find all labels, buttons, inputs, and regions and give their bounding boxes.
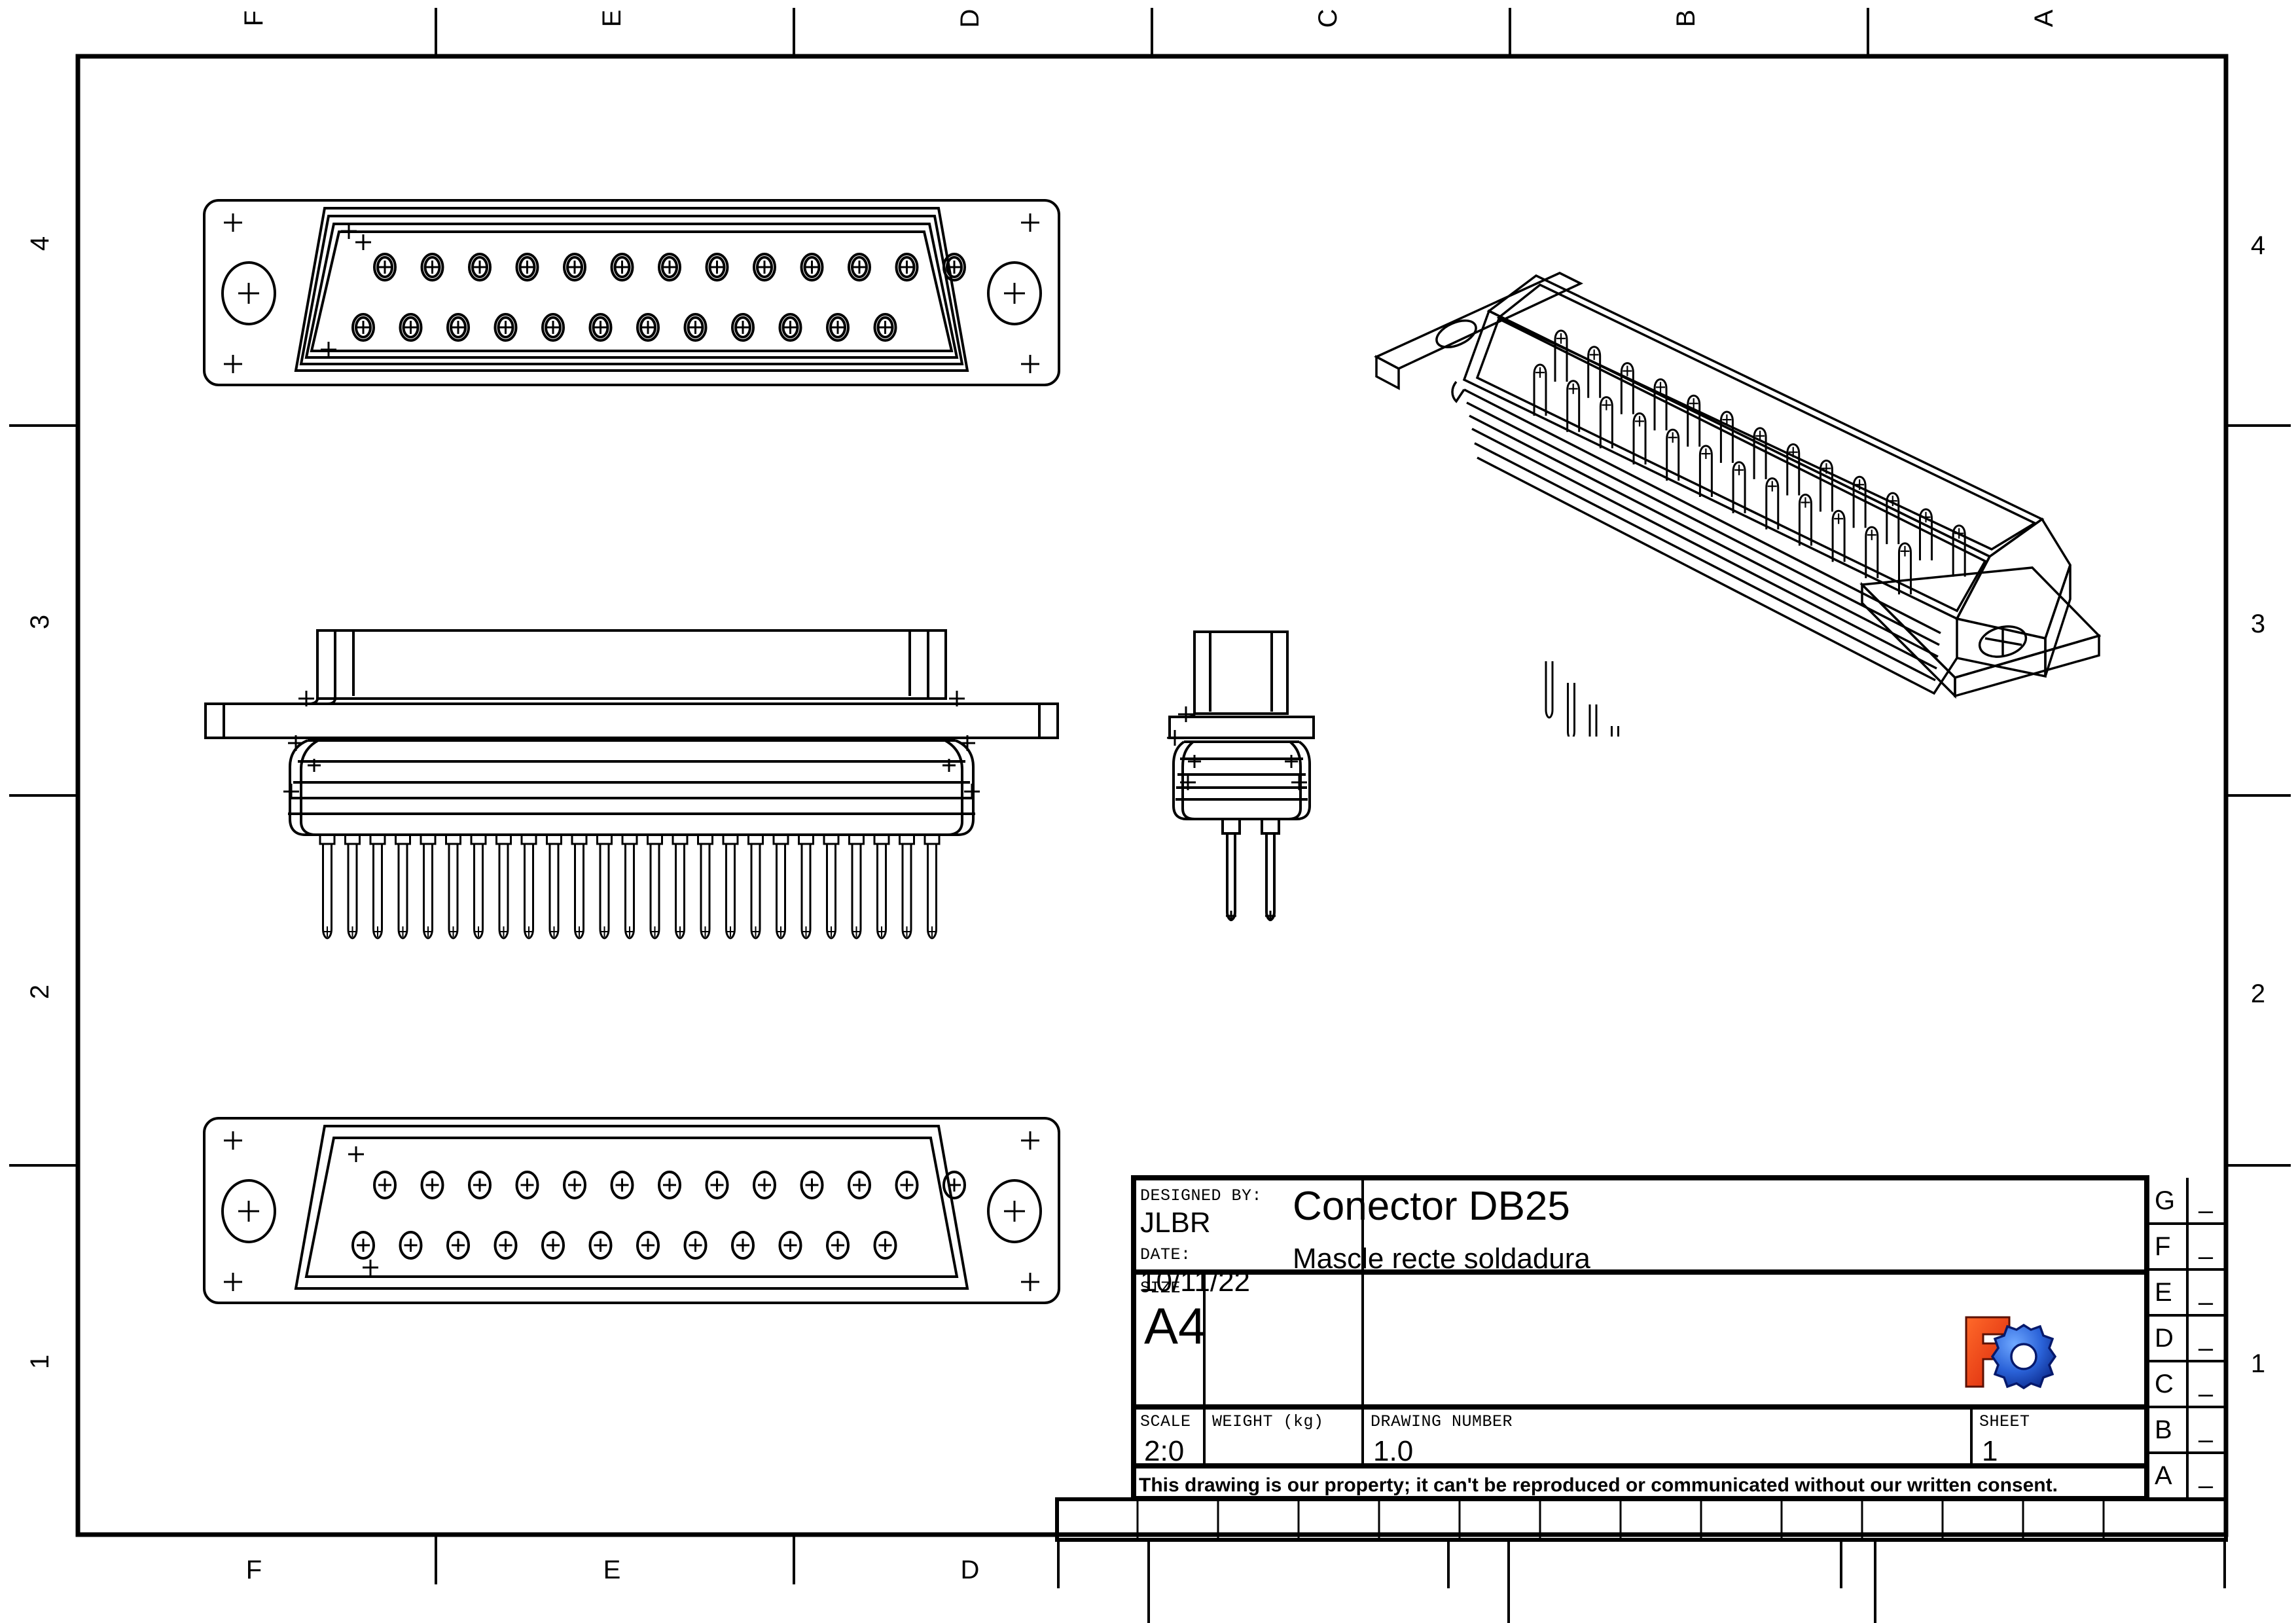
sheet-label: SHEET	[1979, 1412, 2030, 1431]
drawing-title: Conector DB25	[1293, 1184, 1570, 1229]
row-label-left-4: 4	[26, 236, 54, 251]
row-label-right-2: 2	[2250, 979, 2266, 1008]
row-label-right-3: 3	[2250, 610, 2266, 638]
side-view	[204, 629, 1059, 939]
drawing-subtitle: Mascle recte soldadura	[1293, 1243, 1590, 1275]
front-view-bottom	[203, 1117, 1060, 1304]
size-value: A4	[1144, 1297, 1207, 1355]
zone-label-bottom-D: D	[960, 1556, 980, 1584]
title-block-frame	[1131, 1175, 2227, 1501]
revision-row-note: –	[2198, 1288, 2214, 1317]
sheet-value: 1	[1982, 1435, 1998, 1467]
revision-row-note: –	[2198, 1334, 2214, 1362]
drawing-number-value: 1.0	[1373, 1435, 1414, 1467]
revision-row-note: –	[2198, 1379, 2214, 1408]
revision-row-letter: A	[2155, 1461, 2172, 1490]
isometric-view	[1374, 272, 2102, 737]
revision-row-letter: C	[2155, 1369, 2174, 1398]
row-label-right-1: 1	[2250, 1349, 2266, 1378]
zone-label-bottom-E: E	[603, 1556, 621, 1584]
revision-row-letter: G	[2155, 1186, 2176, 1215]
revision-row-letter: E	[2155, 1277, 2172, 1307]
size-label: SIZE	[1140, 1279, 1181, 1298]
revision-row-letter: D	[2155, 1323, 2174, 1353]
designed-by-label: DESIGNED BY:	[1140, 1186, 1263, 1205]
drawing-number-label: DRAWING NUMBER	[1371, 1412, 1513, 1431]
logo-gear-icon	[1990, 1323, 2057, 1390]
zone-label-top-B: B	[1672, 9, 1700, 27]
designed-by-value: JLBR	[1140, 1207, 1211, 1239]
revision-row-letter: B	[2155, 1415, 2172, 1444]
end-view	[1167, 630, 1315, 922]
row-label-left-3: 3	[26, 614, 54, 630]
front-view-top	[203, 199, 1060, 386]
zone-label-top-C: C	[1314, 9, 1342, 28]
revision-row-letter: F	[2155, 1231, 2171, 1261]
row-label-left-2: 2	[26, 984, 54, 1000]
f-gear-logo	[1965, 1316, 2057, 1390]
date-label: DATE:	[1140, 1245, 1191, 1264]
revision-row-note: –	[2198, 1242, 2214, 1271]
revision-row-note: –	[2198, 1471, 2214, 1500]
row-label-right-4: 4	[2250, 231, 2266, 260]
legal-notice: This drawing is our property; it can't b…	[1139, 1474, 2058, 1496]
zone-label-top-F: F	[240, 10, 268, 27]
scale-value: 2:0	[1144, 1435, 1185, 1467]
zone-label-top-A: A	[2030, 9, 2058, 27]
row-label-left-1: 1	[26, 1354, 54, 1370]
weight-label: WEIGHT (kg)	[1212, 1412, 1324, 1431]
zone-label-bottom-F: F	[245, 1556, 262, 1584]
date-value: 10/11/22	[1140, 1266, 1251, 1298]
scale-label: SCALE	[1140, 1412, 1191, 1431]
revision-row-note: –	[2198, 1196, 2214, 1225]
revision-row-note: –	[2198, 1425, 2214, 1454]
zone-label-top-D: D	[956, 9, 984, 28]
zone-label-top-E: E	[598, 9, 626, 27]
